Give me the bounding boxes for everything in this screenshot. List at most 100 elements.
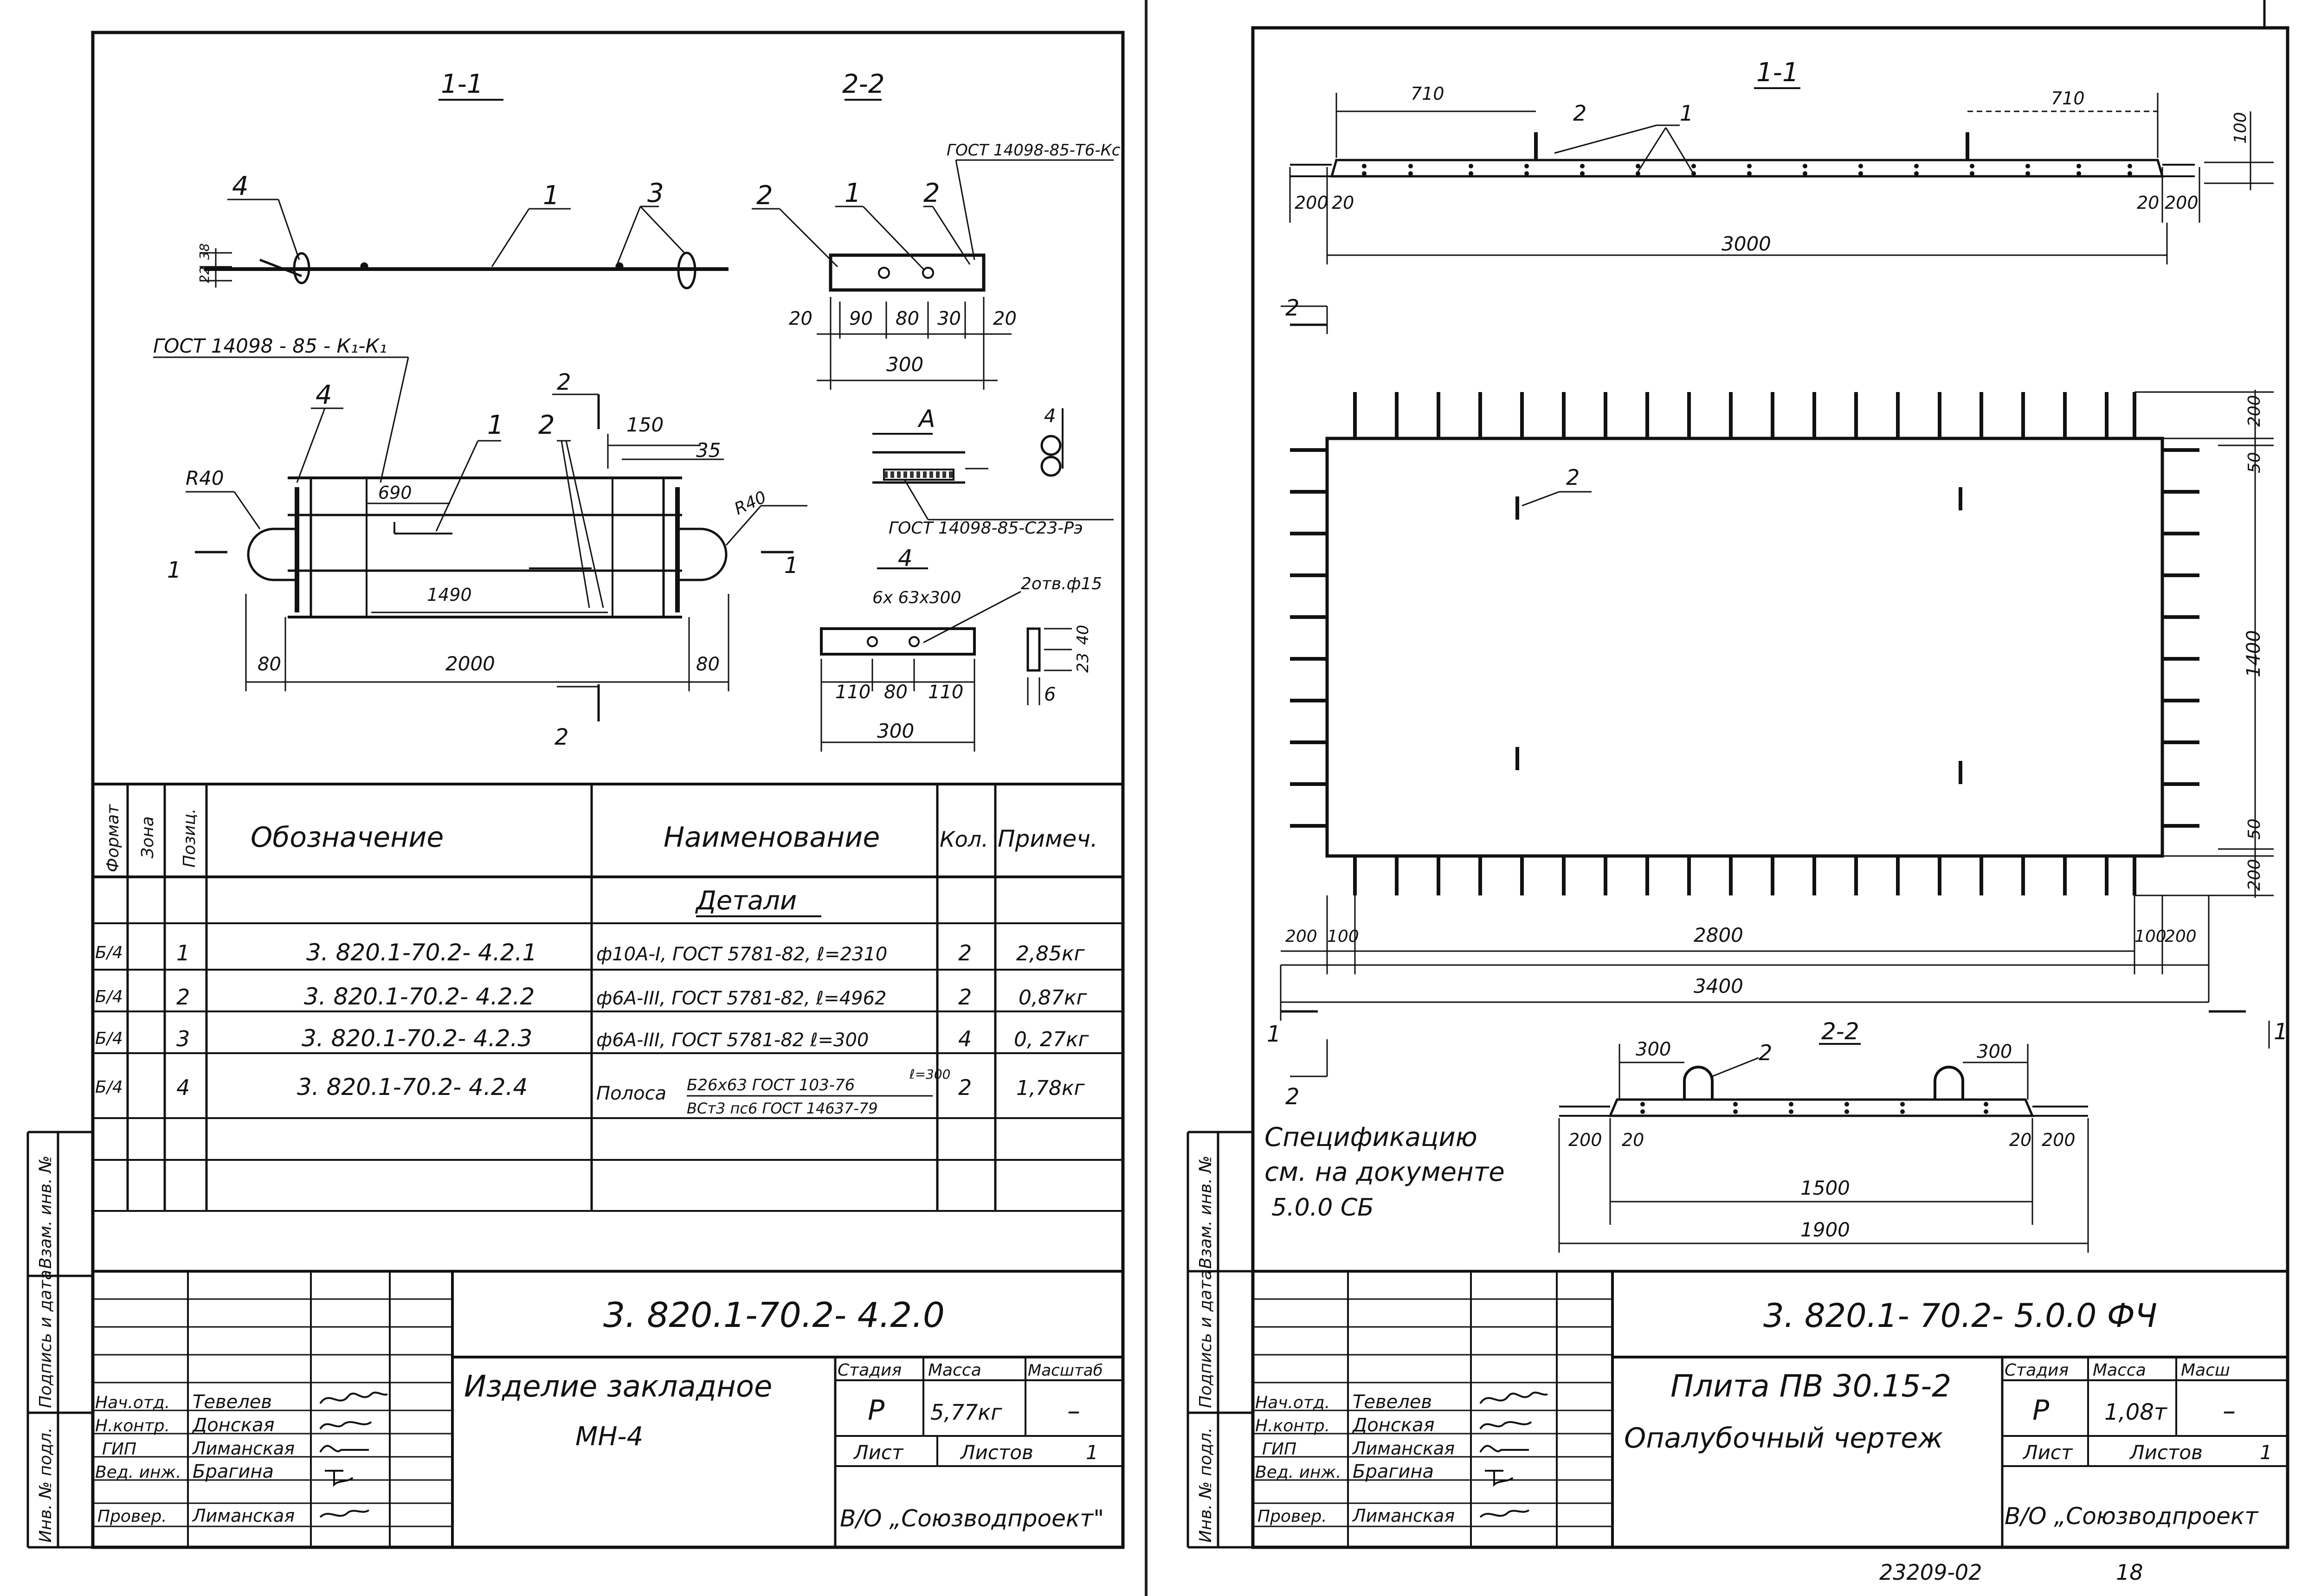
left-dim-6: 6 bbox=[1044, 684, 1056, 705]
left-sheet-label: Лист bbox=[853, 1441, 904, 1464]
left-org: В/О „Союзводпроект" bbox=[840, 1505, 1104, 1532]
left-plan-1: 1 bbox=[487, 410, 504, 440]
left-dim-80a: 80 bbox=[258, 654, 281, 675]
left-scale: – bbox=[1067, 1396, 1080, 1426]
right-scale: – bbox=[2223, 1396, 2236, 1426]
left-plate-size: 6х 63х300 bbox=[872, 588, 961, 607]
right-cut-2-left: 2 bbox=[1285, 1084, 1300, 1110]
right-org: В/О „Союзводпроект bbox=[2005, 1503, 2259, 1530]
right-name-1: Тевелев bbox=[1353, 1391, 1432, 1413]
right-name-4: Брагина bbox=[1353, 1461, 1434, 1482]
left-dim-22: 22 bbox=[197, 266, 212, 283]
left-2-2-leader-2a: 2 bbox=[756, 180, 773, 211]
right-sheet-label: Лист bbox=[2022, 1441, 2073, 1464]
right-scale-label: Масш bbox=[2181, 1361, 2230, 1380]
left-dim-690: 690 bbox=[378, 483, 412, 503]
left-sheets-label: Листов bbox=[960, 1441, 1033, 1464]
right-stage: Р bbox=[2032, 1394, 2050, 1427]
spec-row4-name: Полоса bbox=[596, 1083, 666, 1104]
left-role-3: ГИП bbox=[102, 1440, 136, 1459]
spec-row1-format: Б/4 bbox=[95, 943, 123, 962]
left-a-4: 4 bbox=[1044, 405, 1056, 427]
left-scale-label: Масштаб bbox=[1028, 1361, 1103, 1380]
spec-row2-pos: 2 bbox=[176, 985, 190, 1010]
right-name-line1: Плита ПВ 30.15-2 bbox=[1670, 1368, 1951, 1404]
left-sheets: 1 bbox=[1086, 1441, 1098, 1464]
spec-row3-format: Б/4 bbox=[95, 1029, 123, 1048]
spec-row4-format: Б/4 bbox=[95, 1078, 123, 1097]
right-dim-200a: 200 bbox=[1295, 193, 1328, 213]
right-dim-200h: 200 bbox=[2042, 1130, 2076, 1150]
right-sheet-labels: 1-1 710 710 2 1 100 200 20 20 200 3000 2… bbox=[1264, 58, 2288, 1585]
left-role-1: Нач.отд. bbox=[95, 1393, 170, 1412]
spec-row4-qty: 2 bbox=[958, 1075, 972, 1100]
left-sheet-labels: 1-1 2-2 4 1 3 38 22 2 1 2 ГОСТ 14098-85-… bbox=[95, 69, 1121, 1532]
left-role-5: Провер. bbox=[97, 1507, 167, 1526]
left-dim-2000: 2000 bbox=[445, 652, 495, 675]
right-dim-20b: 20 bbox=[2137, 193, 2159, 213]
left-role-2: Н.контр. bbox=[95, 1416, 170, 1435]
right-side-inv-podl: Инв. № подл. bbox=[1196, 1428, 1215, 1543]
left-dim-20b: 20 bbox=[993, 308, 1017, 329]
right-dim-300b: 300 bbox=[1977, 1041, 2012, 1062]
right-dim-300a: 300 bbox=[1636, 1039, 1671, 1060]
right-top-2: 2 bbox=[1573, 101, 1586, 126]
left-signature-2 bbox=[319, 1421, 372, 1430]
right-sheets: 1 bbox=[2260, 1441, 2272, 1464]
left-signers: Нач.отд. Н.контр. ГИП Вед. инж. Провер. … bbox=[95, 1391, 388, 1526]
spec-row4-strip2: ВСт3 пс6 ГОСТ 14637-79 bbox=[687, 1100, 878, 1117]
left-signature-1 bbox=[319, 1391, 388, 1404]
right-2-2-pos2: 2 bbox=[1759, 1040, 1772, 1065]
right-page-number: 18 bbox=[2116, 1560, 2143, 1585]
spec-col-qty: Кол. bbox=[940, 827, 988, 852]
left-leader-1-top: 1 bbox=[543, 180, 560, 211]
left-hole-note: 2отв.ф15 bbox=[1021, 574, 1102, 593]
left-sheet bbox=[26, 31, 1125, 1549]
left-leader-3-top: 3 bbox=[647, 178, 664, 208]
right-dim-50a: 50 bbox=[2245, 452, 2264, 473]
right-role-3: ГИП bbox=[1262, 1440, 1296, 1459]
right-side-sign-date: Подпись и дата bbox=[1196, 1270, 1215, 1408]
right-dim-710a: 710 bbox=[1411, 84, 1444, 104]
right-signature-3 bbox=[1479, 1445, 1529, 1453]
left-cut-1-right: 1 bbox=[784, 553, 799, 579]
left-leader-4-top: 4 bbox=[232, 171, 249, 201]
right-dim-50b: 50 bbox=[2245, 818, 2264, 840]
spec-section-details: Детали bbox=[695, 886, 797, 916]
left-side-labels: Взам. инв. № Подпись и дата Инв. № подл. bbox=[36, 1156, 55, 1543]
left-cut-1-left: 1 bbox=[167, 557, 181, 583]
right-note-line1: Спецификацию bbox=[1264, 1122, 1477, 1152]
spec-col-name: Наименование bbox=[664, 821, 880, 854]
spec-row2-format: Б/4 bbox=[95, 987, 123, 1006]
left-side-inv-podl: Инв. № подл. bbox=[36, 1428, 55, 1543]
left-mass-label: Масса bbox=[928, 1361, 981, 1380]
right-name-3: Лиманская bbox=[1352, 1438, 1455, 1459]
left-signature-3 bbox=[319, 1445, 369, 1453]
left-gost-k1: ГОСТ 14098 - 85 - К₁-К₁ bbox=[153, 335, 387, 357]
left-signature-5 bbox=[319, 1509, 370, 1518]
right-dim-200c: 200 bbox=[2245, 395, 2264, 427]
left-dim-30: 30 bbox=[937, 308, 961, 329]
right-cut-1-right: 1 bbox=[2274, 1019, 2288, 1045]
right-mass-label: Масса bbox=[2093, 1361, 2146, 1380]
right-role-2: Н.контр. bbox=[1255, 1416, 1330, 1435]
right-mark-2-top: 2 bbox=[1285, 295, 1300, 321]
spec-row4-designation: 3. 820.1-70.2- 4.2.4 bbox=[297, 1074, 528, 1100]
left-plan-2: 2 bbox=[538, 410, 555, 440]
spec-row3-qty: 4 bbox=[958, 1026, 972, 1051]
spec-row3-pos: 3 bbox=[176, 1026, 190, 1051]
right-dim-1400: 1400 bbox=[2243, 630, 2264, 677]
right-top-1: 1 bbox=[1680, 101, 1693, 126]
spec-row1-pos: 1 bbox=[176, 940, 190, 965]
right-dim-100a: 100 bbox=[1327, 927, 1359, 946]
right-role-5: Провер. bbox=[1257, 1507, 1327, 1526]
left-dim-1490: 1490 bbox=[427, 585, 472, 605]
spec-row4-pos: 4 bbox=[176, 1075, 190, 1100]
left-section-1-1: 1-1 bbox=[441, 69, 483, 99]
right-dim-3000: 3000 bbox=[1722, 232, 1771, 255]
spec-row1-name: ф10А-I, ГОСТ 5781-82, ℓ=2310 bbox=[596, 944, 887, 965]
left-name-5: Лиманская bbox=[192, 1506, 295, 1526]
left-stage: Р bbox=[868, 1394, 885, 1427]
spec-row3-note: 0, 27кг bbox=[1014, 1028, 1090, 1051]
